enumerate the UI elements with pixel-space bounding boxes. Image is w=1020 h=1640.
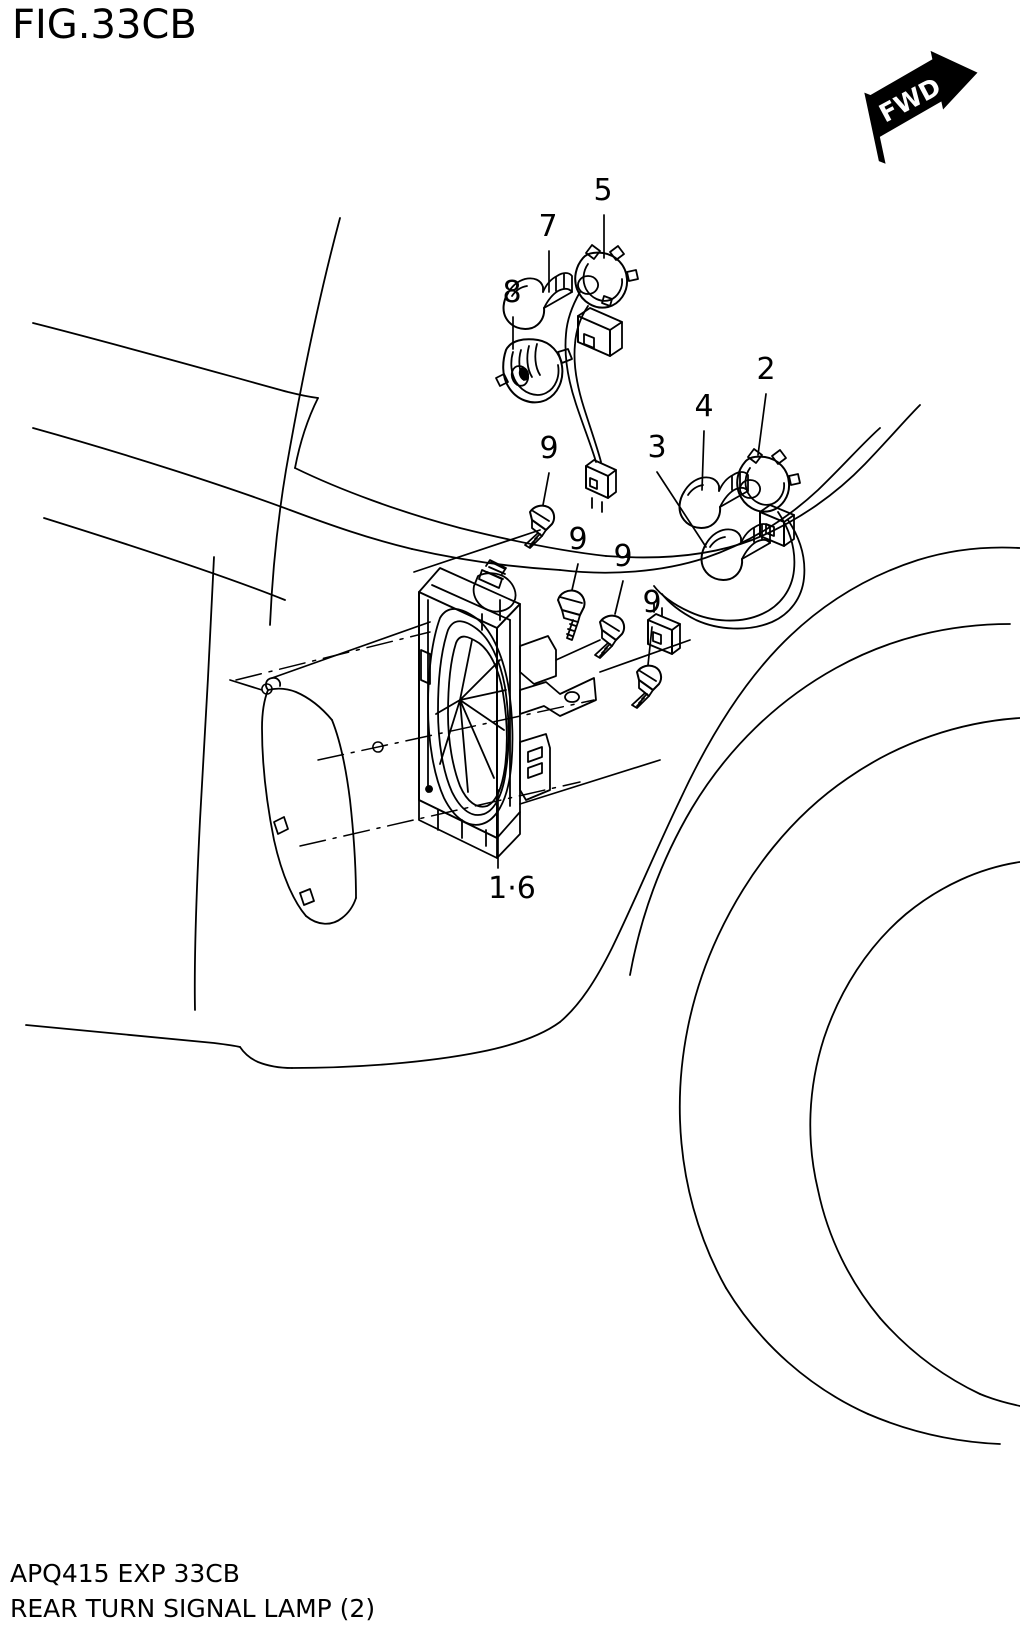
page-title: FIG.33CB: [12, 2, 197, 48]
bulb-part7: [502, 272, 573, 330]
screw-part9-a: [524, 504, 556, 549]
lamp-housing-assembly: [418, 559, 597, 859]
screw-part9-d: [631, 664, 663, 709]
lamp-lens-part: [261, 676, 357, 925]
footer-code: APQ415 EXP 33CB: [10, 1559, 240, 1588]
callout-numbers: 5 7 8 2 4 3 9 9 9 9 1·6: [488, 173, 775, 906]
fwd-arrow: FWD: [864, 50, 978, 164]
wheel-arch: [629, 546, 1020, 1445]
callout-9-a: 9: [539, 431, 558, 466]
screw-part9-b: [557, 589, 586, 641]
callout-8: 8: [502, 275, 521, 310]
bulb-socket-part2: [647, 448, 806, 655]
vehicle-body-outline: [25, 217, 921, 1069]
screw-part9-c: [594, 614, 626, 659]
bulb-socket-harness-part5: [564, 244, 639, 513]
callout-5: 5: [593, 173, 612, 208]
alignment-dash-lines: [235, 631, 595, 847]
callout-2: 2: [756, 352, 775, 387]
footer-name: REAR TURN SIGNAL LAMP (2): [10, 1594, 376, 1623]
bulb-socket-ribbed-part8: [495, 338, 573, 404]
footer: APQ415 EXP 33CB REAR TURN SIGNAL LAMP (2…: [10, 1556, 375, 1626]
callout-1-6: 1·6: [488, 871, 536, 906]
callout-7: 7: [538, 209, 557, 244]
callout-9-d: 9: [642, 585, 661, 620]
callout-3: 3: [647, 430, 666, 465]
leader-lines: [229, 214, 767, 869]
bulb-part3: [700, 523, 771, 581]
callout-4: 4: [694, 389, 713, 424]
callout-9-c: 9: [613, 539, 632, 574]
alignment-reference-marks: [261, 683, 384, 753]
callout-9-b: 9: [568, 522, 587, 557]
